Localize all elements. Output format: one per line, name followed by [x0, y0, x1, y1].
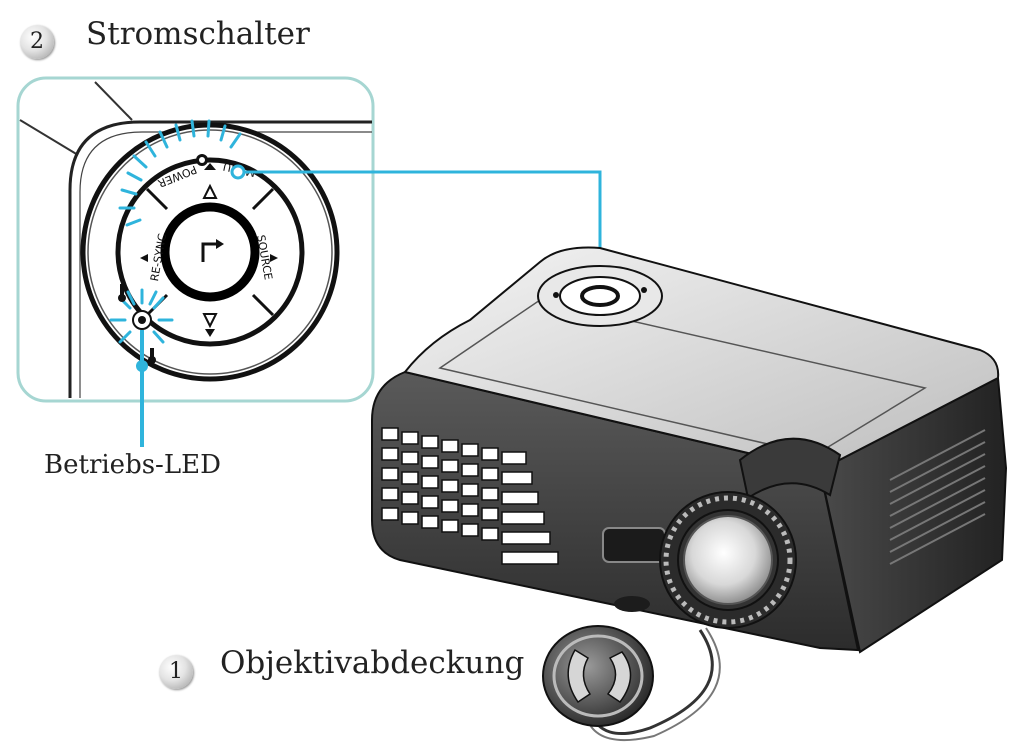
keypad-inset: RE-SYNC SOURCE POWER MENU — [16, 76, 375, 403]
front-vent — [381, 427, 559, 565]
projector-body — [371, 246, 1008, 654]
callout-badge-2: 2 — [20, 25, 54, 59]
lens-cap-label: Objektivabdeckung — [220, 645, 525, 681]
power-key-glow — [118, 119, 242, 227]
leader-lines — [136, 164, 605, 447]
power-led-glow — [109, 288, 174, 344]
power-led-label: Betriebs-LED — [44, 450, 221, 480]
power-switch-label: Stromschalter — [86, 16, 310, 52]
callout-badge-1: 1 — [159, 655, 193, 689]
lens-cap — [542, 625, 721, 742]
